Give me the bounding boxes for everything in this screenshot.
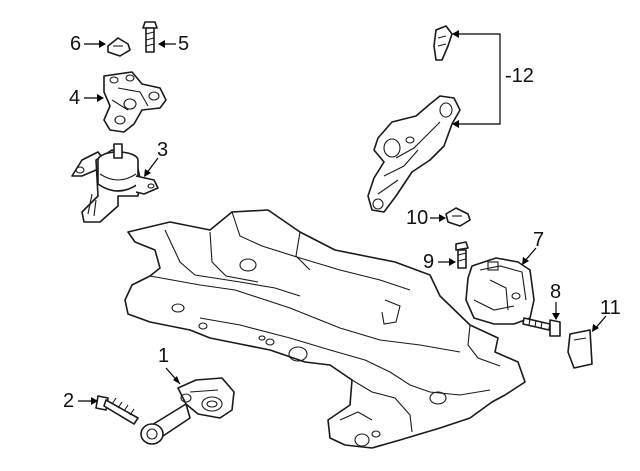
callout-7: 7 bbox=[533, 229, 545, 251]
bolt-part-8 bbox=[522, 317, 561, 337]
bolt-part-5 bbox=[142, 21, 158, 53]
bolt-part-9 bbox=[455, 241, 469, 269]
callout-12: 12 bbox=[511, 65, 534, 87]
callout-12-label: -12 bbox=[505, 65, 534, 87]
nut-part-10 bbox=[445, 207, 471, 227]
callout-11: 11 bbox=[600, 297, 621, 319]
callout-10: 10 bbox=[406, 207, 429, 229]
bracket-assembly bbox=[367, 25, 461, 213]
leader-lines bbox=[78, 30, 607, 405]
engine-mount bbox=[71, 143, 159, 223]
callout-2: 2 bbox=[63, 390, 75, 412]
callout-9: 9 bbox=[423, 251, 435, 273]
subframe-crossmember bbox=[124, 209, 526, 449]
callout-4: 4 bbox=[69, 87, 81, 109]
callout-6: 6 bbox=[70, 33, 82, 55]
callout-5: 5 bbox=[178, 33, 190, 55]
cover-part-11 bbox=[567, 329, 593, 369]
callout-8: 8 bbox=[550, 281, 562, 303]
transmission-mount bbox=[465, 257, 535, 325]
long-bolt bbox=[95, 395, 139, 425]
callout-3: 3 bbox=[157, 139, 169, 161]
nut-part-6 bbox=[107, 37, 131, 57]
torque-rod-mount bbox=[140, 377, 235, 445]
mount-bracket bbox=[103, 71, 167, 133]
callout-1: 1 bbox=[158, 345, 170, 367]
